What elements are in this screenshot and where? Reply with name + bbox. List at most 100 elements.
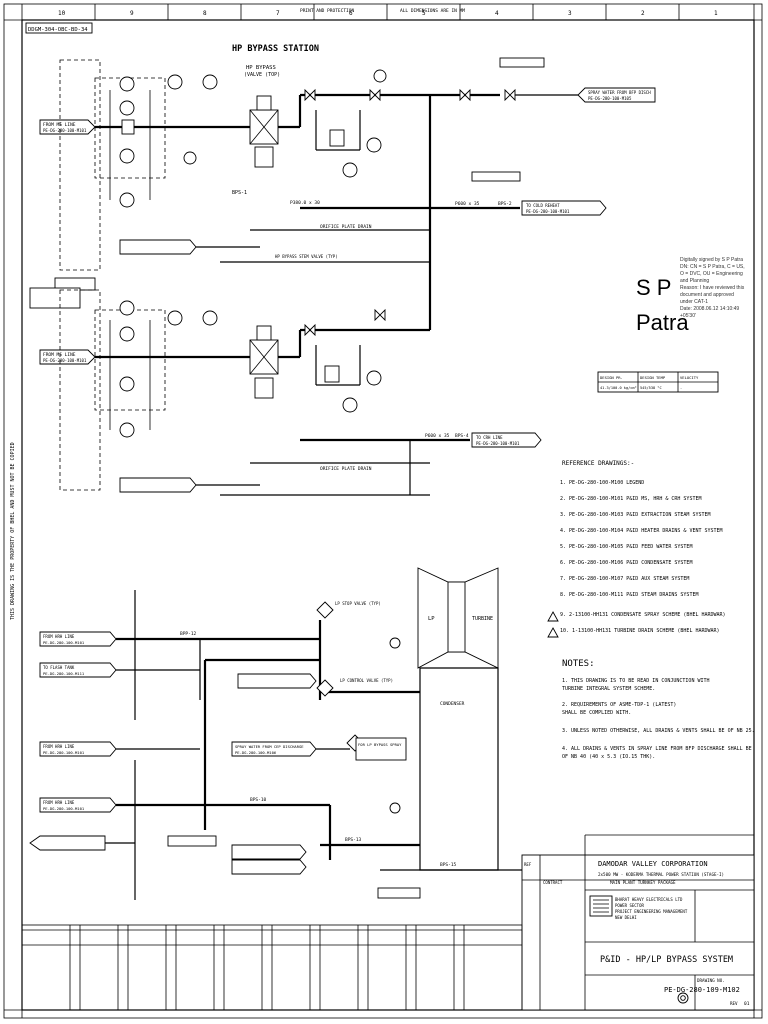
instrument-bubble <box>202 310 218 326</box>
lp-bypass-section: FROM HRH LINE PE-DG-280-100-M101 TO FLAS… <box>29 567 525 900</box>
spray-from-label: SPRAY WATER FROM BFP DISCH <box>588 90 651 95</box>
reference-item-7: 7. PE-DG-280-100-M107 P&ID AUX STEAM SYS… <box>560 576 689 582</box>
hp-size-2: P380.0 x 30 <box>290 200 320 206</box>
ref-label: REF <box>524 862 532 867</box>
instrument-bubble <box>167 310 183 326</box>
instrument-bubble <box>366 137 382 153</box>
rev-value: 01 <box>744 1001 750 1007</box>
from-hrh-arrow-1 <box>39 631 117 647</box>
note-1: 1. THIS DRAWING IS TO BE READ IN CONJUNC… <box>562 678 710 684</box>
reference-item-4: 4. PE-DG-280-100-M104 P&ID HEATER DRAINS… <box>560 528 723 534</box>
reference-item-9: 9. 2-13100-HH131 CONDENSATE SPRAY SCHEME… <box>560 612 726 618</box>
grid-top-2: 9 <box>130 10 134 17</box>
spray-from-ref: PE-DG-280-100-M105 <box>588 96 632 101</box>
design-data-h2: DESIGN TEMP <box>640 375 666 380</box>
to-flash-tank-ref: PE-DG-280-100-M111 <box>43 671 85 676</box>
spray-water-arrow <box>577 87 656 103</box>
note-4: 4. ALL DRAINS & VENTS IN SPRAY LINE FROM… <box>562 746 752 752</box>
signature-line-3: O = DVC, OU = Engineering <box>680 271 743 277</box>
hp-pipe-2: BPS-2 <box>498 201 512 207</box>
contract-label: CONTRACT <box>543 880 563 885</box>
hp-drain-label: ORIFICE PLATE DRAIN <box>320 224 372 230</box>
condenser-label: CONDENSER <box>440 701 465 707</box>
left-vertical-note: THIS DRAWING IS THE PROPERTY OF BHEL AND… <box>10 442 16 620</box>
doc-code-box <box>25 22 93 34</box>
spray-from-cep-arrow <box>231 741 317 757</box>
instrument-bubble <box>119 326 135 342</box>
title-block: DAMODAR VALLEY CORPORATION 2x500 MW - KO… <box>521 834 755 1011</box>
package-name: MAIN PLANT TURNKEY PACKAGE <box>610 880 676 885</box>
design-data-v3: - <box>680 386 682 390</box>
signature-line-9: +05'30' <box>680 313 696 319</box>
from-hrh-3-ref: PE-DG-280-100-M101 <box>43 806 85 811</box>
top-grid: 10 9 8 7 6 5 4 3 2 1 <box>58 4 718 20</box>
signature-line-6: document and approved <box>680 292 734 298</box>
hp-inlet-line: FROM MS LINE <box>43 122 76 128</box>
reference-drawings: REFERENCE DRAWINGS:- 1. PE-DG-280-100-M1… <box>547 460 726 638</box>
note-1b: TURBINE INTEGRAL SYSTEM SCHEME. <box>562 686 655 692</box>
lp-control-valve: LP CONTROL VALVE (TYP) <box>340 678 393 683</box>
client-name: DAMODAR VALLEY CORPORATION <box>598 860 708 868</box>
to-flash-tank-arrow <box>39 662 117 678</box>
grid-top-8: 3 <box>568 10 572 17</box>
from-hrh-2: FROM HRH LINE <box>43 744 75 749</box>
from-hrh-arrow-3 <box>39 797 117 813</box>
hp-bypass-line-label: HP BYPASS STEM VALVE (TYP) <box>275 254 338 259</box>
from-hrh-1-ref: PE-DG-280-100-M101 <box>43 640 85 645</box>
to-flash-tank: TO FLASH TANK <box>43 665 75 670</box>
reference-item-6: 6. PE-DG-280-100-M106 P&ID CONDENSATE SY… <box>560 560 692 566</box>
instrument-bubble <box>119 100 135 116</box>
hp2-inlet-line: FROM MS LINE <box>43 352 76 358</box>
hp-valve-label: HP BYPASS <box>246 65 276 71</box>
signature-line-4: and Planning <box>680 278 709 284</box>
spray-from-cep: SPRAY WATER FROM CEP DISCHARGE <box>235 744 304 749</box>
contractor-2: POWER SECTOR <box>615 903 644 908</box>
to-cold-reheat-ref: PE-DG-280-100-M101 <box>526 209 570 214</box>
note-4b: OF NB 40 (40 x 5.3 (IO.15 THK). <box>562 754 655 760</box>
lp-pipe-d: BPS-15 <box>440 862 457 868</box>
hp-bypass-station-1: HP BYPASS STATION HP BYPASS (VALVE (TOP)… <box>39 44 656 330</box>
from-hrh-2-ref: PE-DG-280-100-M101 <box>43 750 85 755</box>
lp-pipe-b: BPS-10 <box>250 797 267 803</box>
signature-line-2: DN: CN = S P Patra, C = US, <box>680 264 745 270</box>
signature-line-7: under CAT-1 <box>680 299 708 305</box>
hp-inlet-arrow <box>39 119 96 135</box>
digital-signature: S P Patra Digitally signed by S P Patra … <box>636 257 745 335</box>
design-data-h3: VELOCITY <box>680 375 699 380</box>
to-crh-label: TO CRH LINE <box>476 435 503 440</box>
hp-bypass-station-2: FROM MS LINE PE-DG-280-100-M101 TO CRH L <box>29 277 542 496</box>
to-cold-reheat-label: TO COLD REHEAT <box>526 203 560 208</box>
from-hrh-1: FROM HRH LINE <box>43 634 75 639</box>
revision-table <box>21 924 523 1011</box>
drawing-title: P&ID - HP/LP BYPASS SYSTEM <box>600 955 733 965</box>
grid-top-6: 5 <box>422 10 426 17</box>
note-3: 3. UNLESS NOTED OTHERWISE, ALL DRAINS & … <box>562 728 755 734</box>
note-2b: SHALL BE COMPLIED WITH. <box>562 710 631 716</box>
design-data-v2: 545/538 °C <box>640 386 662 390</box>
bhel-logo <box>589 895 613 917</box>
lp-pipe-a: BPP-12 <box>180 631 197 637</box>
note-2: 2. REQUIREMENTS OF ASME-TDP-1 (LATEST) <box>562 702 676 708</box>
grid-top-3: 8 <box>203 10 207 17</box>
revision-triangle-icon <box>547 627 559 638</box>
notes-section: NOTES: 1. THIS DRAWING IS TO BE READ IN … <box>562 659 755 760</box>
instrument-bubble <box>119 148 135 164</box>
signature-line-1: Digitally signed by S P Patra <box>680 257 743 263</box>
instrument-bubble <box>342 397 358 413</box>
reference-item-10: 10. 1-13100-HH131 TURBINE DRAIN SCHEME (… <box>560 628 720 634</box>
condenser-shell <box>419 667 499 871</box>
instrument-bubble <box>119 76 135 92</box>
design-data-box: DESIGN PR. DESIGN TEMP VELOCITY 41.3/100… <box>597 371 719 393</box>
spray-from-cep-ref: PE-DG-280-100-M106 <box>235 750 277 755</box>
hp2-size: P600 x 35 <box>425 433 450 439</box>
from-hrh-3: FROM HRH LINE <box>43 800 75 805</box>
reference-item-5: 5. PE-DG-280-100-M105 P&ID FEED WATER SY… <box>560 544 692 550</box>
to-cold-reheat-arrow <box>521 200 607 216</box>
instrument-bubble <box>167 74 183 90</box>
hp-station-title: HP BYPASS STATION <box>232 44 319 54</box>
outer-frame <box>3 3 763 1019</box>
grid-top-5: 6 <box>349 10 353 17</box>
hp-pipe-1: BPS-1 <box>232 190 247 196</box>
turbine-label: TURBINE <box>472 616 493 622</box>
grid-top-7: 4 <box>495 10 499 17</box>
